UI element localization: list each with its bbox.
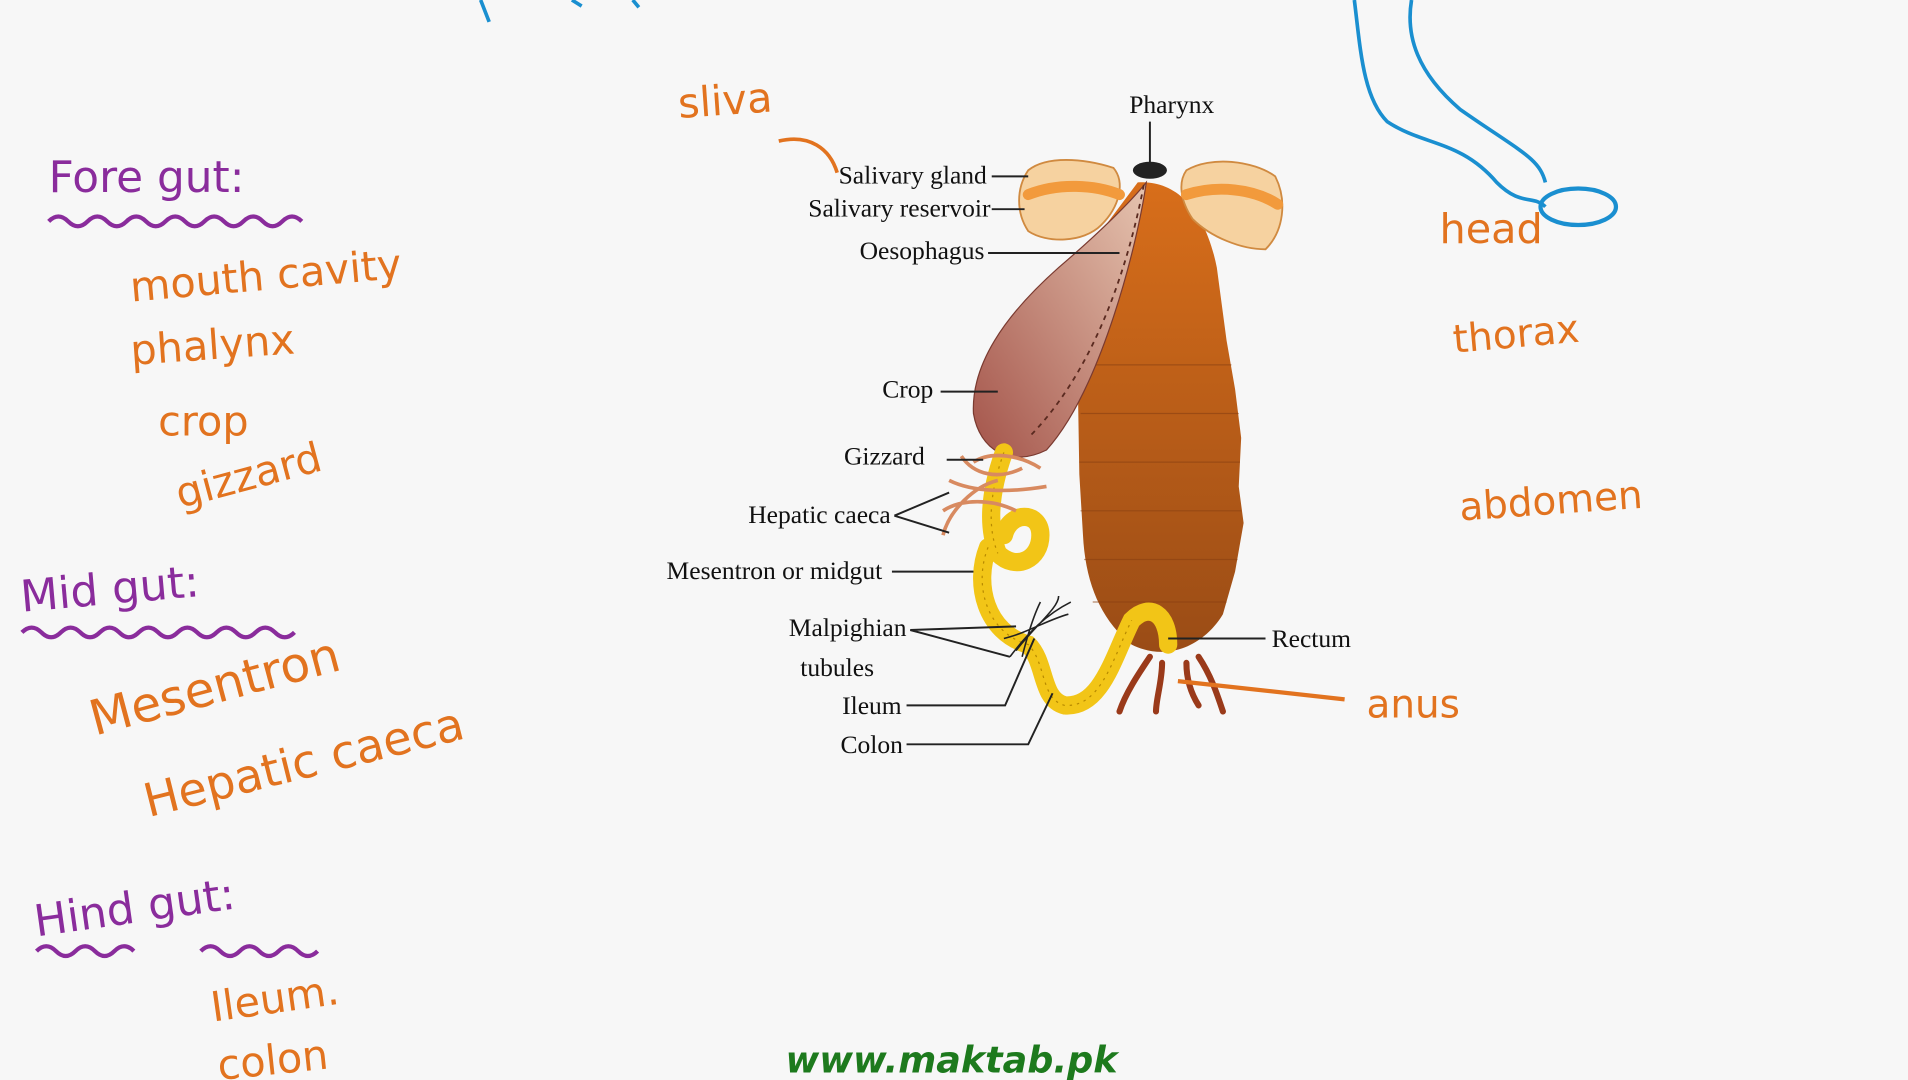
note-mesentron: Mesentron — [84, 627, 346, 747]
label-tubules: tubules — [800, 653, 874, 682]
note-colon: colon — [215, 1031, 331, 1080]
cockroach-digestive-diagram — [891, 121, 1284, 746]
note-abdomen: abdomen — [1458, 473, 1644, 531]
salivary-gland-right — [1180, 160, 1284, 251]
note-ileum: Ileum. — [208, 966, 342, 1031]
label-mesentron: Mesentron or midgut — [667, 556, 883, 585]
leader-lines — [891, 121, 1266, 746]
saliva-arrow — [778, 137, 839, 174]
note-anus: anus — [1367, 683, 1460, 728]
salivary-gland-left — [1018, 159, 1121, 241]
hind-gut-heading: Hind gut: — [31, 869, 238, 948]
note-saliva: sliva — [676, 73, 774, 127]
label-crop: Crop — [882, 375, 933, 404]
note-crop: crop — [158, 397, 248, 445]
label-salivary-reservoir: Salivary reservoir — [808, 193, 991, 222]
label-gizzard: Gizzard — [844, 442, 925, 471]
label-rectum: Rectum — [1272, 624, 1352, 653]
hind-gut-underline — [35, 944, 320, 959]
note-thorax: thorax — [1451, 307, 1581, 363]
note-mouth-cavity: mouth cavity — [128, 240, 403, 312]
fore-gut-heading: Fore gut: — [49, 152, 245, 203]
note-gizzard: gizzard — [170, 433, 326, 518]
malpighian-tubules — [1003, 595, 1072, 658]
mid-gut-underline — [20, 625, 296, 640]
crop — [972, 180, 1148, 458]
blue-ink-stroke-top — [478, 0, 641, 23]
watermark: www.maktab.pk — [786, 1039, 1121, 1080]
blue-ink-pointer — [1352, 0, 1548, 209]
note-pharynx: phalynx — [129, 315, 296, 374]
label-ileum: Ileum — [842, 691, 902, 720]
label-pharynx: Pharynx — [1129, 90, 1214, 119]
salivary-reservoir — [1022, 180, 1284, 210]
note-head: head — [1440, 205, 1543, 253]
label-malpighian: Malpighian — [789, 613, 907, 642]
label-hepatic-caeca: Hepatic caeca — [748, 500, 890, 529]
hepatic-caeca — [941, 453, 1047, 536]
anus-pointer — [1177, 678, 1345, 702]
blue-ink-circle — [1538, 186, 1619, 228]
label-salivary-gland: Salivary gland — [839, 161, 987, 190]
label-colon: Colon — [840, 730, 903, 759]
mid-gut-heading: Mid gut: — [18, 556, 201, 622]
label-oesophagus: Oesophagus — [860, 236, 985, 265]
fore-gut-underline — [47, 214, 304, 229]
body-segments — [1079, 364, 1242, 603]
